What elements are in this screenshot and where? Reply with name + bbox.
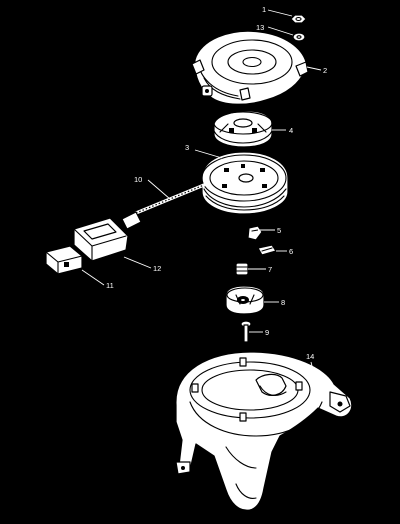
callout-12: 12 bbox=[153, 264, 161, 273]
part-14-starter-base bbox=[175, 351, 353, 511]
callout-1: 1 bbox=[262, 5, 266, 14]
callout-14: 14 bbox=[306, 352, 314, 361]
part-7-roller bbox=[235, 262, 249, 276]
callout-3: 3 bbox=[185, 143, 189, 152]
callout-10: 10 bbox=[134, 175, 142, 184]
callout-4: 4 bbox=[289, 126, 293, 135]
callout-6: 6 bbox=[289, 247, 293, 256]
callout-2: 2 bbox=[323, 66, 327, 75]
part-1-nut bbox=[290, 14, 307, 24]
part-4-pawl-plate bbox=[213, 110, 273, 148]
callout-13: 13 bbox=[256, 23, 264, 32]
part-11-handle-insert bbox=[45, 245, 83, 275]
leader-lines bbox=[81, 9, 322, 391]
part-6-spring bbox=[257, 244, 277, 256]
part-13-washer bbox=[292, 32, 306, 42]
callout-11: 11 bbox=[106, 281, 114, 290]
callout-8: 8 bbox=[281, 298, 285, 307]
callout-7: 7 bbox=[268, 265, 272, 274]
part-9-bolt bbox=[240, 320, 252, 343]
part-12-rope-handle bbox=[73, 211, 142, 262]
callout-5: 5 bbox=[277, 226, 281, 235]
callout-numbers: 1 13 2 4 3 10 5 6 7 12 11 8 9 14 bbox=[106, 5, 327, 361]
part-2-housing-cover bbox=[191, 30, 309, 105]
callout-9: 9 bbox=[265, 328, 269, 337]
part-5-pawl bbox=[247, 225, 263, 241]
part-3-rope-pulley bbox=[201, 151, 289, 215]
part-8-hub bbox=[225, 285, 265, 315]
